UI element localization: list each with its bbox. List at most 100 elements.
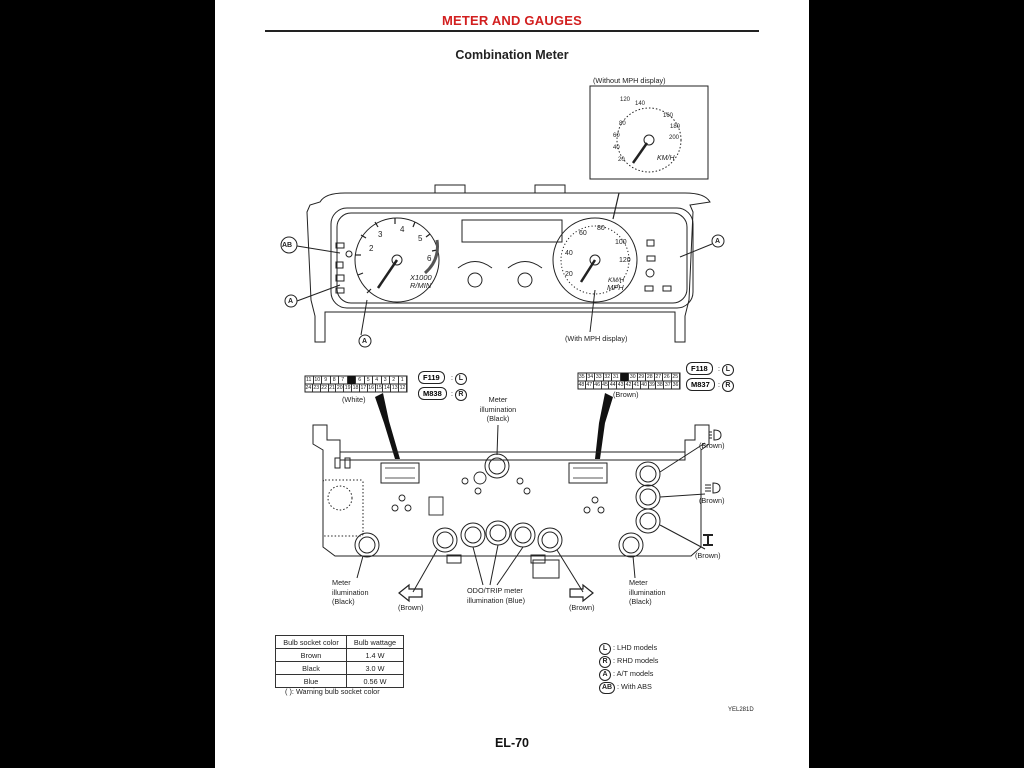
- legend-symbol: R: [599, 656, 611, 668]
- pin-cell: 11: [305, 376, 314, 384]
- table-header: Bulb socket color: [275, 635, 347, 649]
- connector-f119: F119: [418, 371, 445, 384]
- pin-cell: 30: [629, 373, 638, 381]
- inset-scale-60: 60: [613, 133, 620, 139]
- meter-back-housing: [312, 424, 710, 557]
- right-connector-block: [568, 462, 608, 484]
- legend-text: : RHD models: [613, 656, 659, 665]
- bulb-wattage-table: Bulb socket color Bulb wattage Brown 1.4…: [275, 635, 404, 688]
- pin-cell: 10: [314, 376, 322, 384]
- figure-code: YEL281D: [728, 707, 754, 713]
- combination-meter-drawing: [280, 85, 725, 603]
- section-title: METER AND GAUGES: [442, 13, 582, 28]
- pin-cell: 6: [356, 376, 365, 384]
- pin-cell: 12: [399, 384, 407, 392]
- tach-scale-5: 5: [418, 234, 423, 243]
- tach-scale-3: 3: [378, 230, 383, 239]
- inset-scale-20: 20: [618, 157, 625, 163]
- legend-item-abs: AB: With ABS: [599, 682, 652, 694]
- inset-speedo-hub: [643, 134, 655, 146]
- left-connector-block: [380, 462, 420, 484]
- table-row: Blue 0.56 W: [275, 674, 404, 688]
- pin-cell: 7: [339, 376, 348, 384]
- right-arrow: [569, 583, 594, 603]
- speedo-scale-80: 80: [597, 225, 605, 232]
- page-number: EL-70: [494, 736, 530, 750]
- meter-illum-left-label: Meter illumination (Black): [332, 578, 369, 606]
- brown-right-arrow-label: (Brown): [569, 603, 595, 612]
- pin-cell: 39: [649, 381, 657, 389]
- connector-m838: M838: [418, 387, 447, 400]
- inset-scale-120: 120: [620, 97, 631, 103]
- pin-cell: 44: [609, 381, 618, 389]
- pin-cell: 28: [646, 373, 655, 381]
- speedo-scale-20: 20: [565, 271, 573, 278]
- tachometer-dial: [354, 217, 440, 303]
- meter-housing: [306, 192, 711, 343]
- pin-cell: 43: [617, 381, 626, 389]
- pin-cell: 25: [672, 373, 680, 381]
- legend-text: : A/T models: [613, 669, 654, 678]
- pin-cell: 9: [322, 376, 331, 384]
- speedo-kmh-label: KM/H: [608, 277, 625, 284]
- pin-cell: 41: [633, 381, 641, 389]
- bulb-sockets: [354, 453, 661, 558]
- pin-cell: 38: [656, 381, 665, 389]
- pin-cell: 22: [321, 384, 329, 392]
- lhd-symbol: L: [721, 364, 734, 376]
- left-arrow: [398, 583, 423, 603]
- pin-cell: [620, 373, 629, 381]
- speedometer-dial: [552, 217, 638, 303]
- left-connector-color: (White): [342, 395, 366, 404]
- pin-cell: 29: [638, 373, 646, 381]
- inset-speedo-needle: [631, 142, 649, 164]
- inset-speedo-dial: [616, 107, 682, 173]
- table-cell: 0.56 W: [346, 674, 404, 688]
- inset-scale-200: 200: [669, 135, 680, 141]
- tach-rmin-label: R/MIN: [410, 281, 432, 290]
- pin-cell: 35: [578, 373, 587, 381]
- temp-gauge-arc: [507, 261, 543, 269]
- table-cell: Blue: [275, 674, 347, 688]
- legend-symbol: A: [599, 669, 611, 681]
- odo-trip-display: [461, 219, 563, 243]
- inset-scale-40: 40: [613, 145, 620, 151]
- inset-scale-80: 80: [619, 121, 626, 127]
- meter-illum-right-label: Meter illumination (Black): [629, 578, 666, 606]
- pin-cell: 33: [595, 373, 604, 381]
- lhd-symbol: L: [454, 373, 467, 385]
- table-header: Bulb wattage: [346, 635, 404, 649]
- inset-scale-180: 180: [670, 124, 681, 130]
- tach-scale-6: 6: [427, 254, 432, 263]
- inset-speedo-frame: [589, 85, 709, 180]
- legend-item-at: A: A/T models: [599, 669, 653, 681]
- pin-cell: 3: [382, 376, 390, 384]
- pin-cell: 24: [305, 384, 313, 392]
- pin-cell: 4: [373, 376, 382, 384]
- pin-cell: 20: [336, 384, 345, 392]
- pin-cell: 45: [602, 381, 610, 389]
- rhd-symbol: R: [454, 389, 467, 401]
- pin-cell: 34: [587, 373, 595, 381]
- table-row: Black 3.0 W: [275, 661, 404, 675]
- meter-bezel: [330, 207, 694, 309]
- table-cell: 1.4 W: [346, 648, 404, 662]
- pin-cell: 14: [383, 384, 392, 392]
- tach-hub: [391, 254, 403, 266]
- right-connector-color: (Brown): [613, 390, 639, 399]
- pin-cell: 13: [391, 384, 400, 392]
- table-cell: Black: [275, 661, 347, 675]
- callout-a-left: A: [288, 298, 294, 305]
- connector-m837-region: : R: [718, 380, 734, 392]
- pin-cell: 26: [663, 373, 672, 381]
- brown-bulb-label-1: (Brown): [699, 441, 725, 450]
- inset-scale-140: 140: [635, 101, 646, 107]
- header-rule: [265, 30, 759, 32]
- pin-cell: 27: [655, 373, 663, 381]
- without-mph-label: (Without MPH display): [593, 76, 666, 85]
- inset-kmh-label: KM/H: [657, 155, 675, 162]
- figure-title: Combination Meter: [455, 48, 569, 62]
